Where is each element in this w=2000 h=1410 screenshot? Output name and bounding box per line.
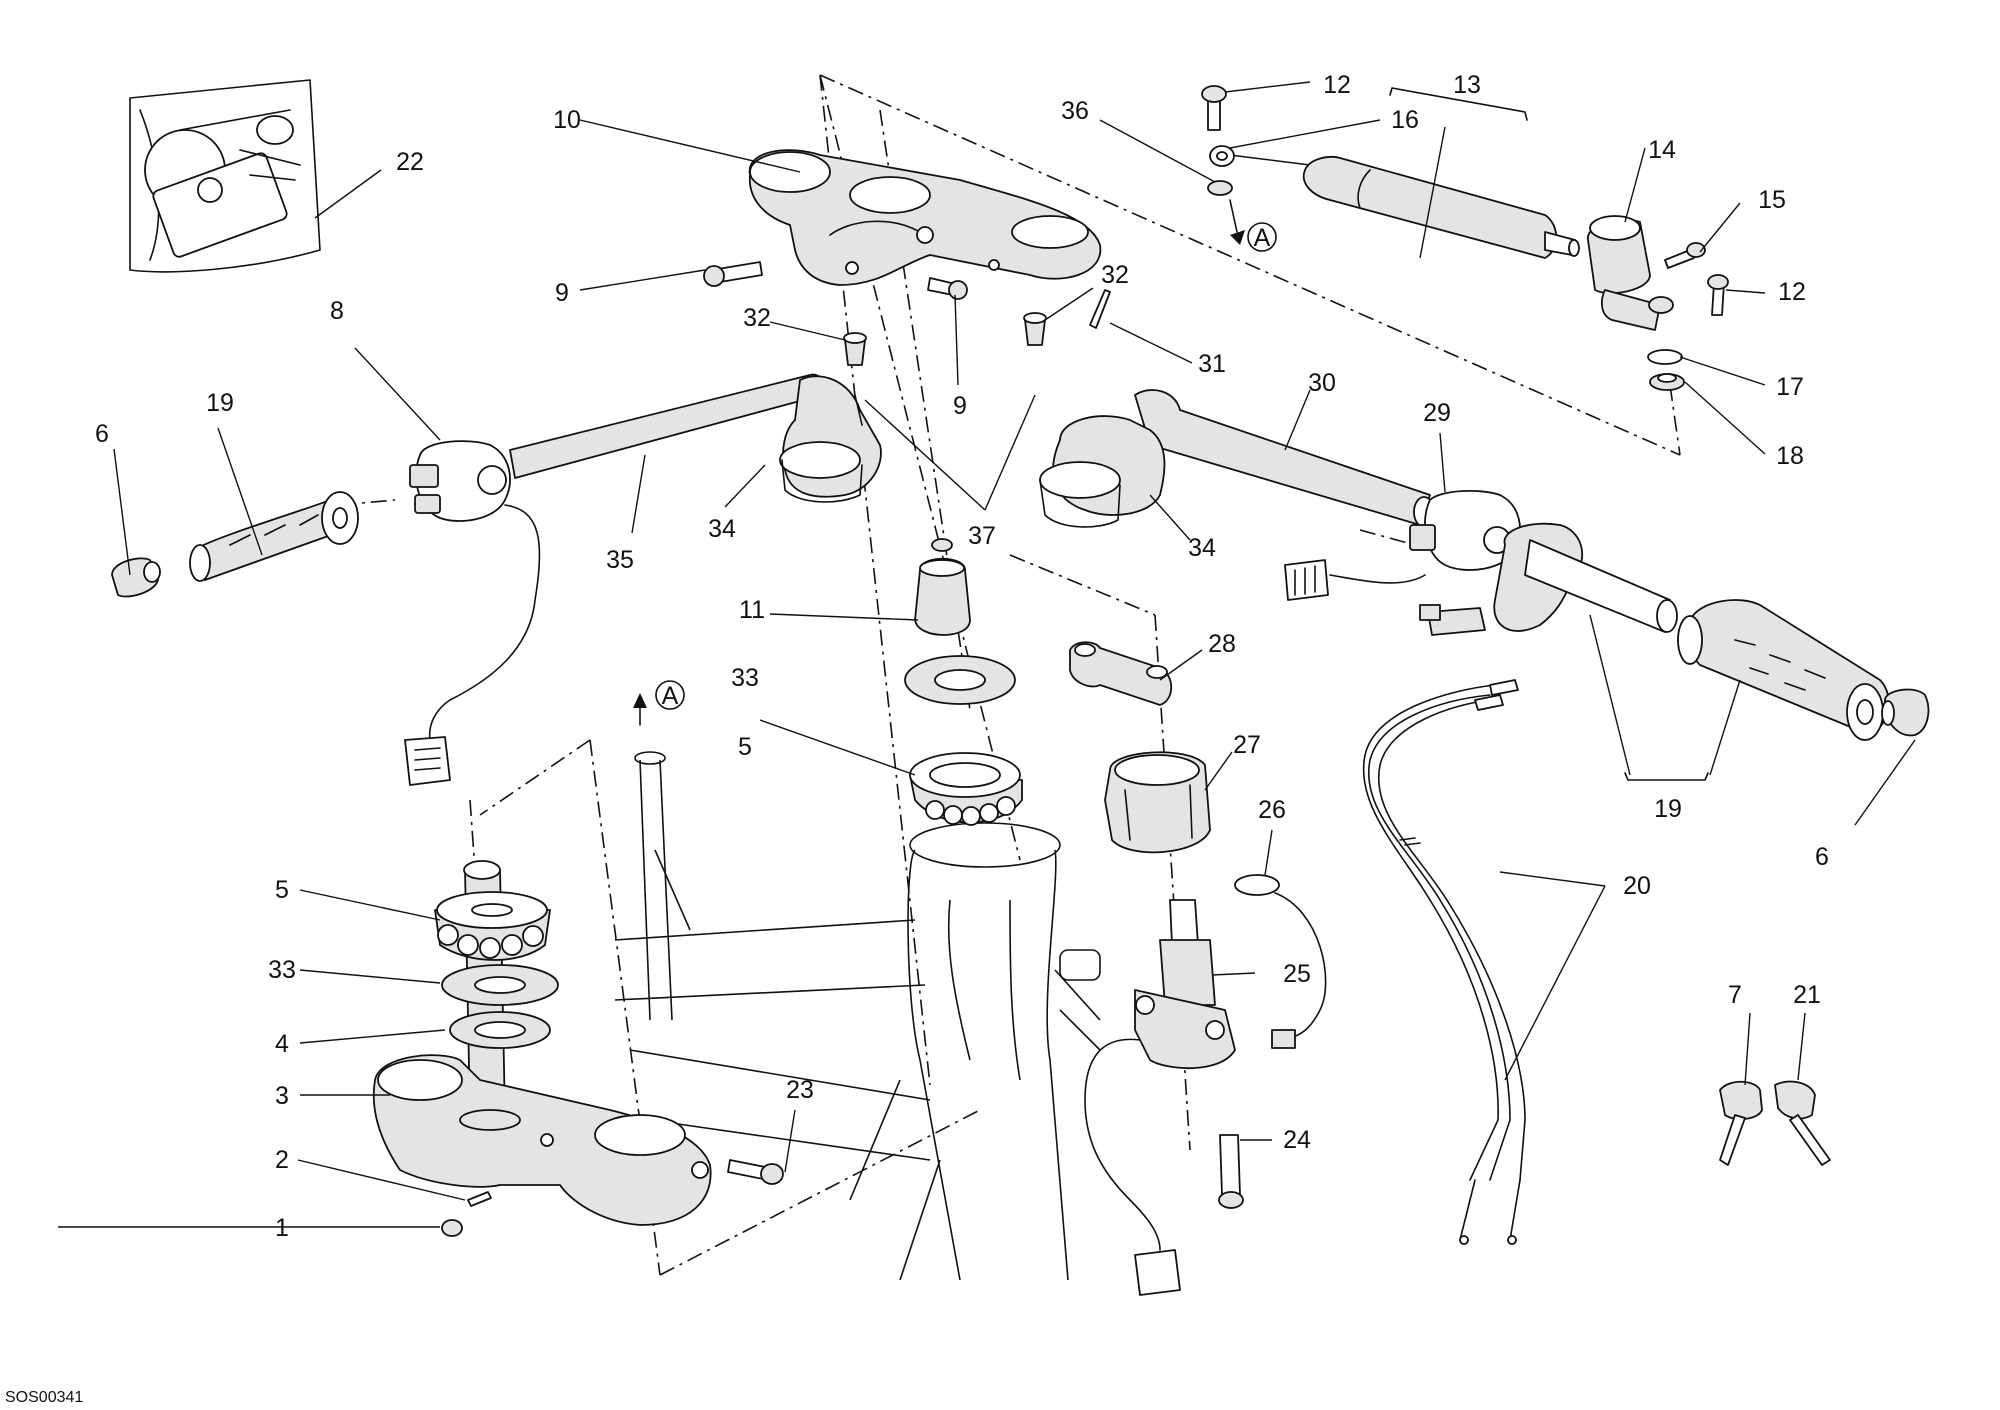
bolt-24 [1218, 1134, 1244, 1209]
wire-26 [1234, 874, 1327, 1049]
callout-11: 11 [739, 596, 765, 624]
callout-1: 1 [275, 1214, 289, 1242]
callout-31: 31 [1198, 350, 1226, 378]
callout-7: 7 [1728, 981, 1742, 1009]
bracket-28 [1069, 641, 1173, 706]
callout-34-left: 34 [708, 515, 736, 543]
bearing-5-upper [909, 752, 1023, 826]
key-21 [1774, 1080, 1831, 1166]
callout-28: 28 [1208, 630, 1236, 658]
ref-marker-a-top: A [1229, 199, 1277, 252]
bushing-32-right [1023, 312, 1047, 346]
leader-lines [58, 81, 1916, 1228]
callout-30: 30 [1308, 369, 1336, 397]
bolt-9-left [703, 261, 763, 287]
callout-34-right: 34 [1188, 534, 1216, 562]
callout-26: 26 [1258, 796, 1286, 824]
ignition-switch-25 [1084, 899, 1236, 1296]
callout-23: 23 [786, 1076, 814, 1104]
callout-32-left: 32 [743, 304, 771, 332]
key-7 [1719, 1080, 1763, 1166]
bottom-triple-clamp-3 [372, 1054, 712, 1226]
left-switch-8 [404, 440, 541, 786]
callout-6-left: 6 [95, 420, 109, 448]
callout-37: 37 [968, 522, 996, 550]
callout-9-right: 9 [953, 392, 967, 420]
brace-19 [1624, 772, 1709, 781]
bar-end-6-left [111, 557, 161, 598]
screw-2 [467, 1191, 492, 1207]
top-triple-clamp [748, 149, 1102, 286]
callout-32-right: 32 [1101, 261, 1129, 289]
rod-end-16 [1209, 145, 1235, 167]
callout-15: 15 [1758, 186, 1786, 214]
o-ring-17 [1647, 349, 1683, 365]
callout-9-left: 9 [555, 279, 569, 307]
callout-14: 14 [1648, 136, 1676, 164]
throttle-assembly [1419, 522, 1678, 636]
callout-labels: 1 2 3 4 5 5 6 6 7 8 9 9 10 11 12 12 13 1… [95, 71, 1829, 1242]
bolt-23 [727, 1159, 784, 1185]
callout-16: 16 [1391, 106, 1419, 134]
dust-seal-33-upper [904, 655, 1016, 705]
bolt-31 [1089, 289, 1111, 329]
inset-ignition-view [129, 79, 321, 273]
damper-clamp-14 [1587, 215, 1674, 331]
figure-code: SOS00341 [5, 1389, 83, 1406]
stem-nut-11 [914, 538, 971, 636]
callout-13: 13 [1453, 71, 1481, 99]
callout-33-lower: 33 [268, 956, 296, 984]
ref-marker-label: A [1254, 224, 1271, 252]
dust-seal-33-lower [441, 964, 559, 1006]
ring-4 [449, 1011, 551, 1049]
bushing-32-left [843, 332, 867, 366]
callout-18: 18 [1776, 442, 1804, 470]
callout-24: 24 [1283, 1126, 1311, 1154]
callout-20: 20 [1623, 872, 1651, 900]
bolt-12-right [1707, 274, 1729, 316]
callout-12-top: 12 [1323, 71, 1351, 99]
callout-5-lower: 5 [275, 876, 289, 904]
callout-27: 27 [1233, 731, 1261, 759]
callout-36: 36 [1061, 97, 1089, 125]
callout-25: 25 [1283, 960, 1311, 988]
brace-13 [1389, 87, 1528, 121]
cables-20 [1362, 679, 1526, 1245]
callout-29: 29 [1423, 399, 1451, 427]
right-switch-29 [1284, 490, 1521, 601]
callout-4: 4 [275, 1030, 289, 1058]
ref-marker-label: A [662, 682, 679, 710]
callout-17: 17 [1776, 373, 1804, 401]
callout-2: 2 [275, 1146, 289, 1174]
bearing-5-lower [434, 891, 551, 961]
callout-5-upper: 5 [738, 733, 752, 761]
callout-3: 3 [275, 1082, 289, 1110]
callout-22: 22 [396, 148, 424, 176]
right-handlebar-30 [1039, 389, 1435, 528]
callout-35: 35 [606, 546, 634, 574]
right-grip-19 [1677, 599, 1890, 741]
callout-19-left: 19 [206, 389, 234, 417]
holder-27 [1104, 751, 1211, 854]
callout-19-right: 19 [1654, 795, 1682, 823]
frame-tubes [614, 751, 1101, 1281]
left-handlebar-35 [509, 373, 882, 503]
callout-33-upper: 33 [731, 664, 759, 692]
bushing-36 [1207, 180, 1233, 196]
nut-1 [441, 1219, 463, 1237]
bushing-18 [1649, 373, 1685, 391]
callout-21: 21 [1793, 981, 1821, 1009]
callout-8: 8 [330, 297, 344, 325]
ref-marker-a-mid: A [633, 680, 685, 726]
steering-damper-13 [1229, 154, 1580, 259]
bolt-9-right [927, 277, 968, 300]
bar-end-6-right [1881, 688, 1930, 737]
bolt-12-top [1201, 85, 1227, 131]
callout-6-right: 6 [1815, 843, 1829, 871]
callout-10: 10 [553, 106, 581, 134]
bolt-15 [1664, 242, 1706, 269]
left-grip-19 [189, 491, 359, 582]
callout-12-right: 12 [1778, 278, 1806, 306]
